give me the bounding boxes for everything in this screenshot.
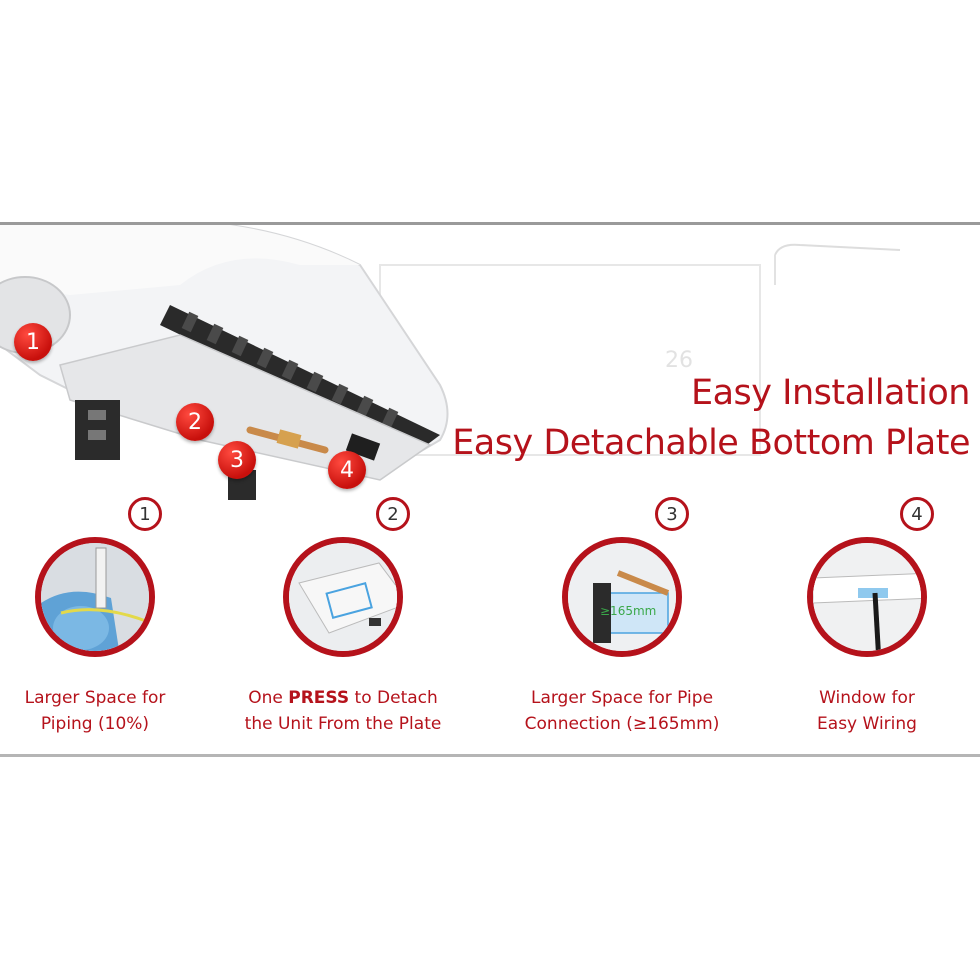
feature-image-wiring-window: [807, 537, 927, 657]
feature-4: 4 Window for Easy Wiring: [762, 497, 980, 747]
feature-caption: One PRESS to Detach the Unit From the Pl…: [244, 688, 442, 734]
hero-badge-2: 2: [176, 403, 214, 441]
feature-number: 4: [900, 497, 934, 531]
feature-caption: Window for Easy Wiring: [817, 688, 917, 734]
hero-badge-1: 1: [14, 323, 52, 361]
feature-caption: Larger Space for Piping (10%): [24, 688, 166, 734]
feature-image-pipe-connection: ≥165mm: [562, 537, 682, 657]
feature-caption: Larger Space for Pipe Connection (≥165mm…: [524, 688, 720, 734]
product-banner: 26 1 2 3 4 Eas: [0, 222, 980, 757]
headline-detachable-plate: Easy Detachable Bottom Plate: [452, 423, 970, 463]
hero-badge-4: 4: [328, 451, 366, 489]
feature-number: 1: [128, 497, 162, 531]
feature-2: 2 One PRESS to Detach the Unit From the …: [238, 497, 478, 747]
display-readout: 26: [665, 348, 693, 373]
hero-badge-3: 3: [218, 441, 256, 479]
feature-1: 1 Larger Space for Piping (10%): [0, 497, 230, 747]
feature-number: 2: [376, 497, 410, 531]
feature-number: 3: [655, 497, 689, 531]
feature-image-press-detach: [283, 537, 403, 657]
air-conditioner-illustration: 26: [0, 225, 901, 500]
feature-image-piping-space: [35, 537, 155, 657]
svg-text:≥165mm: ≥165mm: [600, 604, 656, 618]
headline-easy-installation: Easy Installation: [691, 373, 971, 413]
feature-3: 3 ≥165mm Larger Space for Pipe Connectio…: [517, 497, 757, 747]
